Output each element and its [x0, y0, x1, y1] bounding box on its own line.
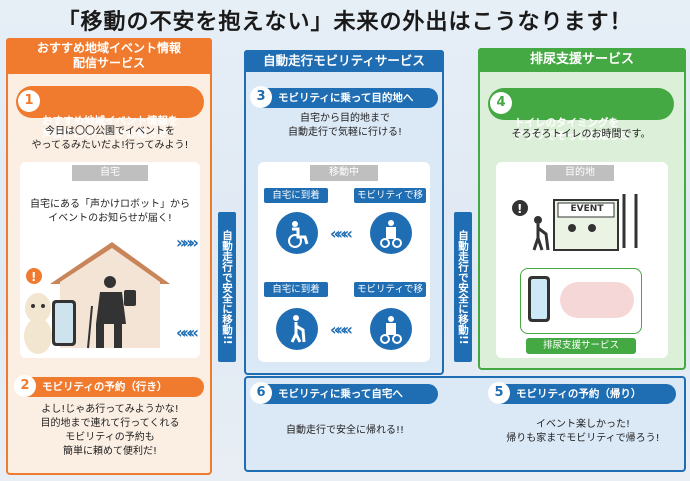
- mobility-header: 自動走行モビリティサービス: [244, 50, 444, 72]
- svg-text:!: !: [31, 270, 36, 284]
- arrive-home-label-top: 自宅に到着: [264, 188, 328, 203]
- destination-tag: 目的地: [546, 165, 614, 181]
- step4-title-text: トイレのタイミングを アプリでそっとお知らせ: [514, 117, 630, 142]
- toilet-support-header: 排尿支援サービス: [478, 48, 686, 72]
- event-booth-illustration: !: [512, 194, 638, 251]
- step1-number: 1: [18, 90, 40, 112]
- step6-message: 自動走行で安全に帰れる!!: [285, 425, 405, 436]
- step6-number: 6: [250, 382, 272, 404]
- step2-title: 2 モビリティの予約（行き）: [14, 375, 204, 397]
- moving-tag: 移動中: [310, 165, 378, 181]
- svg-text:!: !: [517, 202, 522, 216]
- arrow-left-icon-bottom: «««: [330, 320, 353, 339]
- home-tag: 自宅: [72, 165, 148, 181]
- mobility-move-label-bottom: モビリティで移動: [354, 282, 426, 310]
- step5-number: 5: [488, 382, 510, 404]
- safe-travel-bar-left: 自動走行で安全に移動!!: [218, 212, 236, 362]
- walker-icon: [276, 308, 318, 350]
- mobility-rider-icon-top: [370, 212, 412, 254]
- home-text: 自宅にある「声かけロボット」から イベントのお知らせが届く!: [30, 199, 190, 224]
- step1-message: 今日は〇〇公園でイベントを やってるみたいだよ!行ってみよう!: [31, 126, 189, 151]
- home-illustration: [50, 242, 170, 349]
- smartphone-icon: [52, 300, 76, 346]
- step3-title: 3 モビリティに乗って目的地へ: [250, 86, 438, 108]
- event-info-header: おすすめ地域イベント情報 配信サービス: [6, 38, 212, 74]
- step2-title-text: モビリティの予約（行き）: [42, 381, 168, 393]
- step5-title-text: モビリティの予約（帰り）: [516, 388, 642, 400]
- arrow-left-left-icon: «««: [176, 323, 199, 342]
- step3-message: 自宅から目的地まで 自動走行で気軽に行ける!: [287, 113, 402, 138]
- arrow-right-left-icon: »»»: [176, 233, 199, 252]
- arrow-left-icon-top: «««: [330, 224, 353, 243]
- robot-icon: !: [23, 268, 52, 356]
- step2-message: よし!じゃあ行ってみようかな! 目的地まで連れて行ってくれる モビリティの予約も…: [40, 404, 180, 457]
- bladder-sensor-icon: [560, 282, 634, 318]
- event-sign: EVENT: [570, 204, 604, 214]
- mobility-move-label-top: モビリティで移動: [354, 188, 426, 216]
- step4-message: そろそろトイレのお時間です。: [511, 129, 651, 140]
- step4-title: 4 トイレのタイミングを アプリでそっとお知らせ: [488, 88, 674, 142]
- arrive-home-label-bottom: 自宅に到着: [264, 282, 328, 297]
- step6-title: 6 モビリティに乗って自宅へ: [250, 382, 438, 404]
- step4-number: 4: [490, 92, 512, 114]
- step1-title-text: おすすめ地域イベント情報を 声掛けロボットがお知らせ: [42, 115, 179, 140]
- wheelchair-icon: [276, 212, 318, 254]
- step6-title-text: モビリティに乗って自宅へ: [278, 388, 403, 400]
- step1-title: 1 おすすめ地域イベント情報を 声掛けロボットがお知らせ: [16, 86, 204, 140]
- step5-title: 5 モビリティの予約（帰り）: [488, 382, 676, 404]
- step3-number: 3: [250, 86, 272, 108]
- step2-number: 2: [14, 375, 36, 397]
- page-title: 「移動の不安を抱えない」未来の外出はこうなります！: [57, 10, 633, 35]
- toilet-support-tag: 排尿支援サービス: [526, 338, 636, 354]
- step5-message: イベント楽しかった! 帰りも家までモビリティで帰ろう!: [506, 419, 660, 444]
- mobility-rider-icon-bottom: [370, 308, 412, 350]
- phone-app-icon: [528, 276, 550, 322]
- step3-title-text: モビリティに乗って目的地へ: [278, 92, 414, 104]
- safe-travel-bar-right: 自動走行で安全に移動!!: [454, 212, 472, 362]
